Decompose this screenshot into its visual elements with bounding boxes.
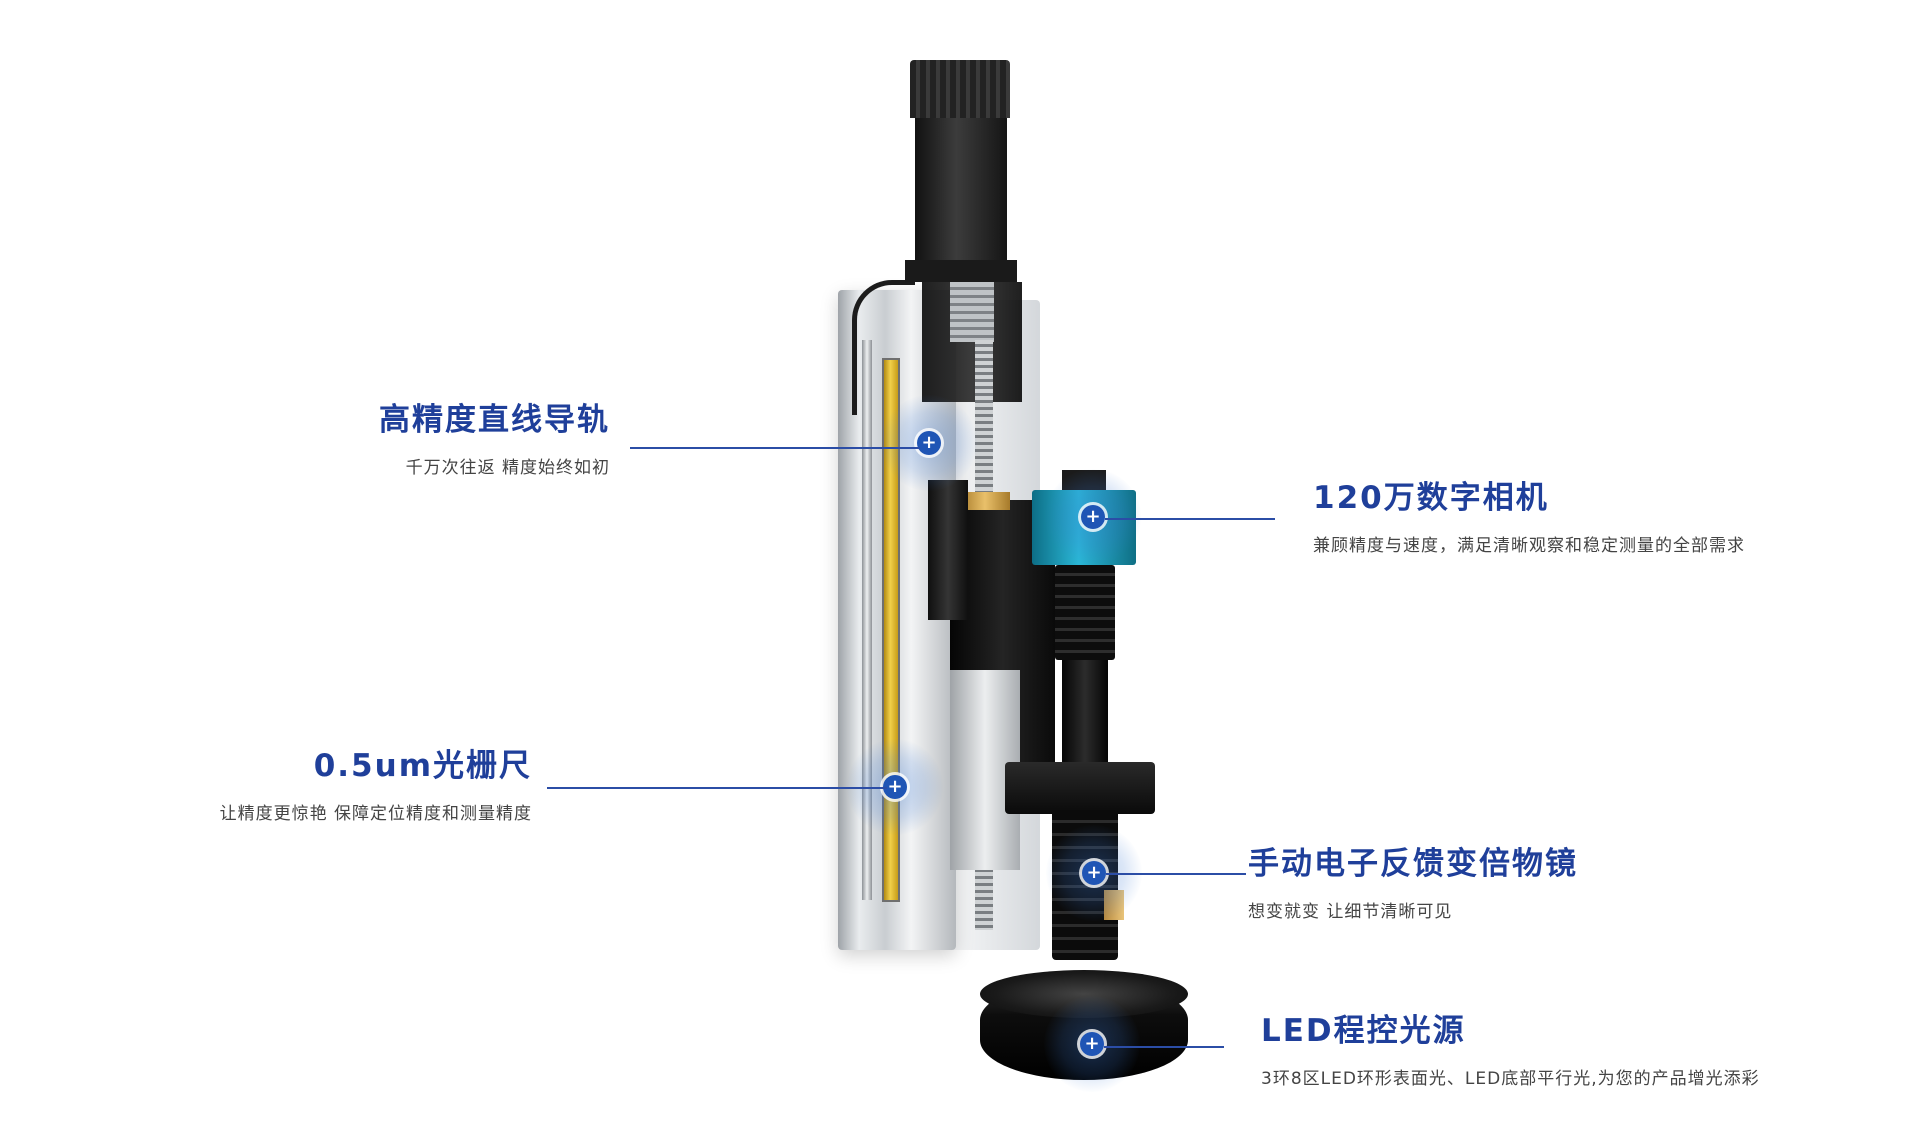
callout-zoom-lens: 手动电子反馈变倍物镜 想变就变 让细节清晰可见 (1248, 838, 1848, 922)
plus-icon[interactable]: + (883, 775, 907, 799)
lens-clamp (1005, 762, 1155, 814)
plus-icon[interactable]: + (1082, 861, 1106, 885)
callout-subtitle: 让精度更惊艳 保障定位精度和测量精度 (219, 804, 532, 824)
callout-linear-guide: 高精度直线导轨 千万次往返 精度始终如初 (280, 394, 610, 478)
measuring-machine-image (800, 40, 1190, 1090)
leader-line-linear-guide (630, 447, 920, 449)
leader-line-grating-scale (547, 787, 887, 789)
linear-guide-rail (862, 340, 872, 900)
callout-title: 手动电子反馈变倍物镜 (1248, 846, 1578, 882)
plus-icon[interactable]: + (1080, 1032, 1104, 1056)
camera-connector (1062, 470, 1106, 492)
callout-subtitle: 3环8区LED环形表面光、LED底部平行光,为您的产品增光添彩 (1261, 1069, 1760, 1089)
callout-camera: 120万数字相机 兼顾精度与速度，满足清晰观察和稳定测量的全部需求 (1313, 472, 1873, 556)
plus-icon[interactable]: + (917, 431, 941, 455)
sensor-cable (852, 280, 915, 415)
ball-screw-nut (960, 492, 1010, 510)
grating-scale-strip (882, 358, 900, 902)
motor-flange (905, 260, 1017, 282)
callout-subtitle: 千万次往返 精度始终如初 (405, 458, 610, 478)
zoom-adjust-ring (1104, 890, 1124, 920)
leader-line-led-light (1104, 1046, 1224, 1048)
callout-title: 高精度直线导轨 (379, 402, 610, 438)
callout-title: LED程控光源 (1261, 1013, 1466, 1049)
stepper-motor (915, 118, 1007, 268)
callout-title: 0.5um光栅尺 (313, 748, 532, 784)
leader-line-camera (1105, 518, 1275, 520)
callout-grating-scale: 0.5um光栅尺 让精度更惊艳 保障定位精度和测量精度 (140, 740, 532, 824)
leader-line-zoom-lens (1106, 873, 1246, 875)
callout-subtitle: 想变就变 让细节清晰可见 (1248, 902, 1453, 922)
plus-icon[interactable]: + (1081, 505, 1105, 529)
zoom-lens-body (1052, 810, 1118, 960)
shaft-coupler (950, 282, 994, 342)
motor-heatsink (910, 60, 1010, 118)
guide-carriage (928, 480, 968, 620)
hotspot-camera[interactable]: + (1045, 469, 1141, 565)
callout-led-light: LED程控光源 3环8区LED环形表面光、LED底部平行光,为您的产品增光添彩 (1261, 1005, 1881, 1089)
hotspot-led-light[interactable]: + (1044, 996, 1140, 1092)
lens-upper-section (1055, 565, 1115, 660)
led-ring-light-top (980, 970, 1188, 1018)
callout-subtitle: 兼顾精度与速度，满足清晰观察和稳定测量的全部需求 (1313, 536, 1745, 556)
lens-tube (1062, 660, 1108, 770)
hotspot-linear-guide[interactable]: + (881, 395, 977, 491)
callout-title: 120万数字相机 (1313, 480, 1549, 516)
digital-camera (1032, 490, 1136, 565)
